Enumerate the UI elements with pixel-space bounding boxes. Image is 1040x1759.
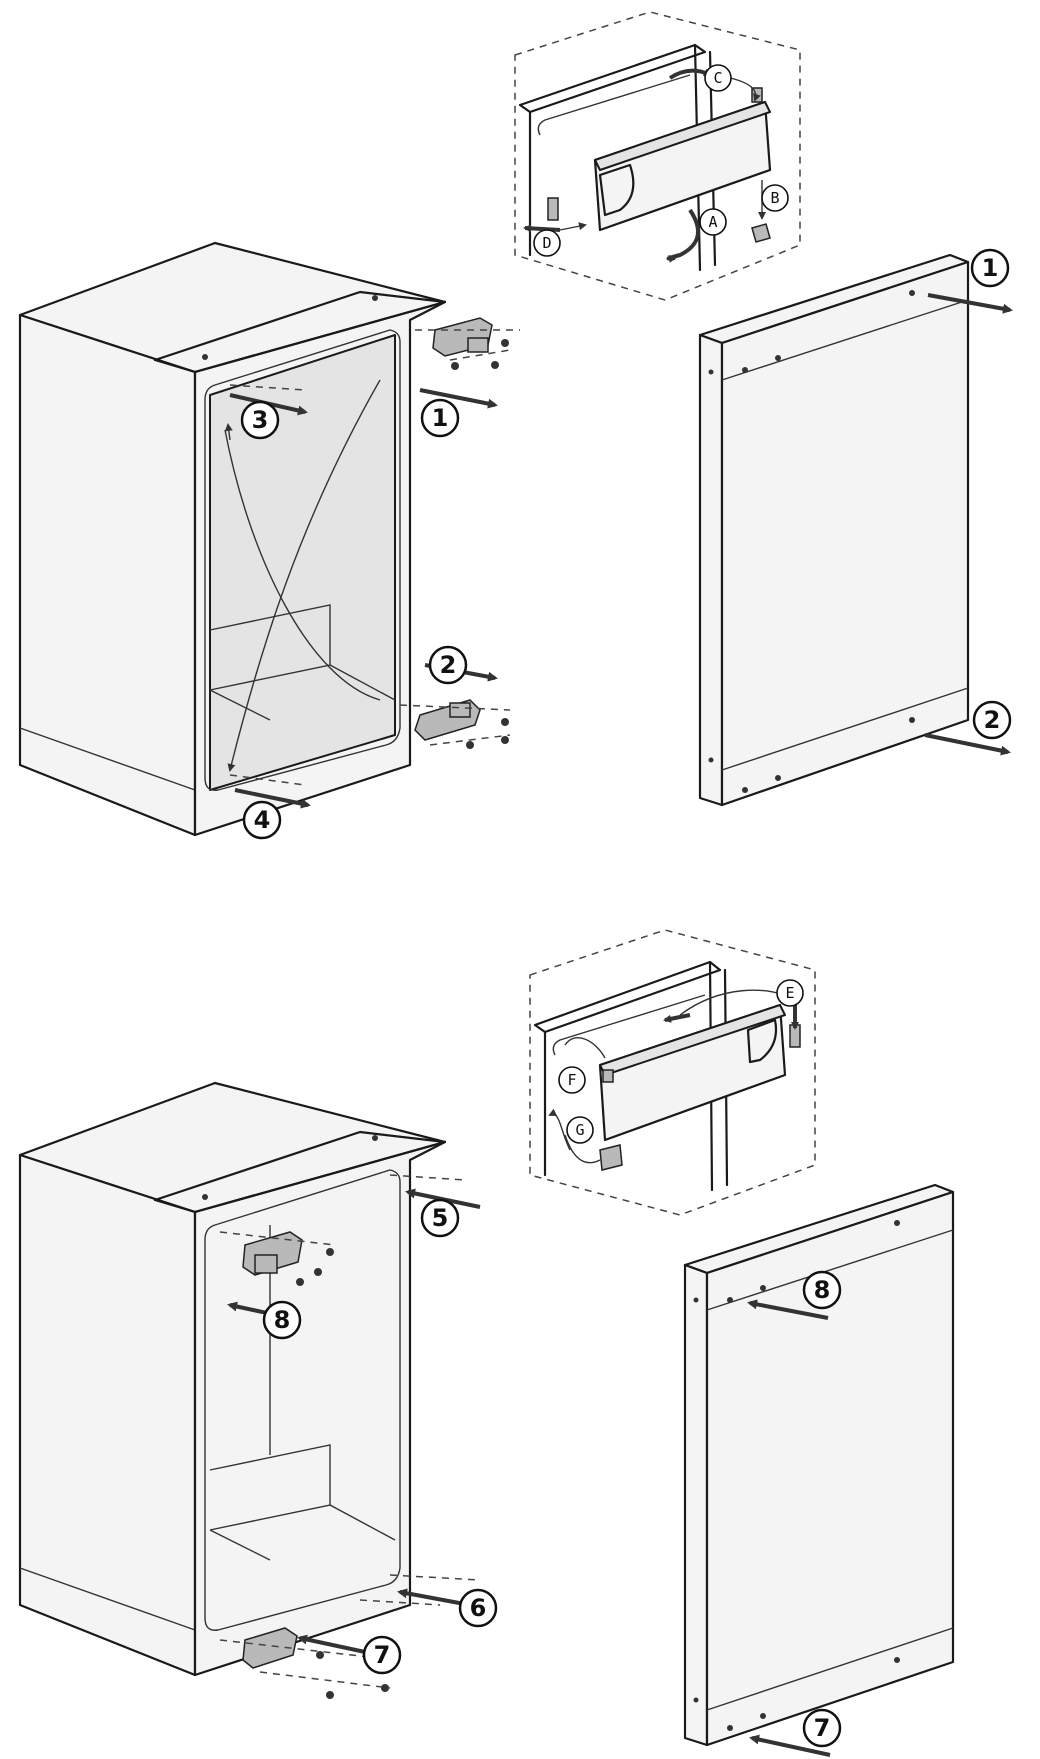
door-callout-8-label: 8: [814, 1276, 831, 1304]
letter-c: C: [704, 64, 732, 92]
letter-g-label: G: [575, 1121, 584, 1139]
door-callout-1-label: 1: [982, 254, 999, 282]
door-panel-top: [698, 253, 970, 807]
door-callout-7: 7: [802, 1708, 842, 1748]
letter-d: D: [533, 229, 561, 257]
callout-6-label: 6: [470, 1594, 487, 1622]
letter-e: E: [776, 979, 804, 1007]
callout-5-label: 5: [432, 1204, 449, 1232]
callout-3-label: 3: [252, 406, 269, 434]
callout-5: 5: [420, 1198, 460, 1238]
bottom-hinge-icon: [399, 699, 511, 749]
letter-e-label: E: [785, 984, 794, 1002]
letter-c-label: C: [713, 69, 722, 87]
callout-1-label: 1: [432, 404, 449, 432]
callout-4-label: 4: [254, 806, 271, 834]
door-callout-2: 2: [972, 700, 1012, 740]
callout-3: 3: [240, 400, 280, 440]
letter-d-label: D: [542, 234, 551, 252]
callout-7-label: 7: [374, 1641, 391, 1669]
cabinet-bottom: [18, 1081, 447, 1677]
letter-f: F: [558, 1066, 586, 1094]
cabinet-top: [18, 241, 447, 837]
callout-4: 4: [242, 800, 282, 840]
letter-a: A: [699, 208, 727, 236]
callout-8: 8: [262, 1300, 302, 1340]
door-callout-2-label: 2: [984, 706, 1001, 734]
callout-8-label: 8: [274, 1306, 291, 1334]
letter-b: B: [761, 184, 789, 212]
callout-2-label: 2: [440, 651, 457, 679]
door-panel-bottom: [683, 1183, 955, 1747]
handle-detail-inset-top: [514, 11, 801, 301]
callout-6: 6: [458, 1588, 498, 1628]
door-callout-7-label: 7: [814, 1714, 831, 1742]
letter-g: G: [566, 1116, 594, 1144]
callout-1: 1: [420, 398, 460, 438]
door-callout-8: 8: [802, 1270, 842, 1310]
letter-a-label: A: [708, 213, 717, 231]
callout-7: 7: [362, 1635, 402, 1675]
letter-f-label: F: [567, 1071, 576, 1089]
upper-hinge-icon: [219, 1231, 336, 1286]
letter-b-label: B: [770, 189, 779, 207]
top-hinge-icon: [415, 317, 520, 370]
door-callout-1: 1: [970, 248, 1010, 288]
callout-2: 2: [428, 645, 468, 685]
